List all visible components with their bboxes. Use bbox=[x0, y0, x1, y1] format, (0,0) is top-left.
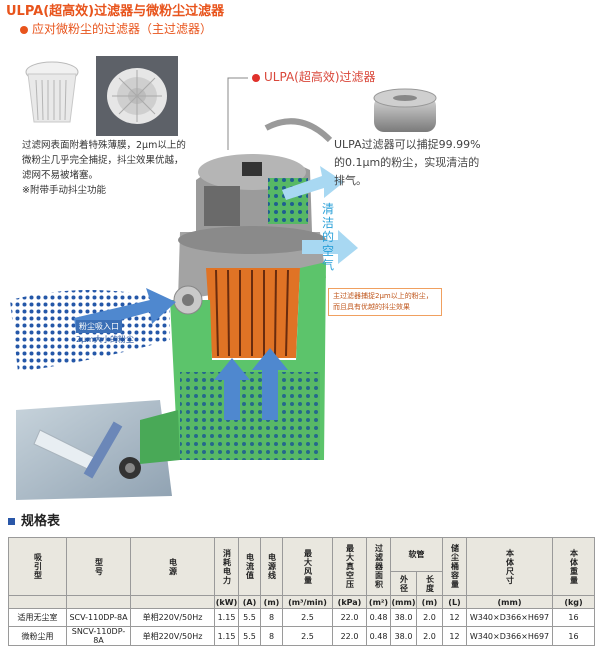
header-cable: 电源线 bbox=[260, 537, 283, 596]
cell-current: 5.5 bbox=[238, 626, 261, 646]
main-filter-description: 过滤网表面附着特殊薄膜，2μm以上的微粉尘几乎完全捕捉，抖尘效果优越，滤网不易被… bbox=[22, 138, 187, 198]
cell-cable: 8 bbox=[260, 608, 283, 627]
ulpa-label: ULPA(超高效)过滤器 bbox=[252, 68, 376, 85]
ulpa-description: ULPA过滤器可以捕捉99.99%的0.1μm的粉尘，实现清洁的排气。 bbox=[334, 138, 481, 187]
unit-hose-length: (m) bbox=[416, 595, 443, 609]
unit-vacuum: (kPa) bbox=[332, 595, 367, 609]
unit-blank bbox=[66, 595, 131, 609]
cell-consumption: 1.15 bbox=[214, 626, 239, 646]
cell-weight: 16 bbox=[552, 608, 595, 627]
cell-size: W340×D366×H697 bbox=[466, 608, 553, 627]
unit-blank bbox=[130, 595, 215, 609]
unit-dust-capacity: (L) bbox=[442, 595, 467, 609]
cell-model: SNCV-110DP-8A bbox=[66, 626, 131, 646]
main-filter-photo-2 bbox=[96, 56, 178, 136]
cell-airflow: 2.5 bbox=[282, 608, 333, 627]
inlet-nozzle bbox=[173, 285, 203, 315]
unit-airflow: (m³/min) bbox=[282, 595, 333, 609]
unit-consumption: (kW) bbox=[214, 595, 239, 609]
cell-current: 5.5 bbox=[238, 608, 261, 627]
unit-hose-od: (mm) bbox=[390, 595, 417, 609]
cell-filter-area: 0.48 bbox=[366, 626, 391, 646]
main-filter-note: ※附带手动抖尘功能 bbox=[22, 185, 106, 196]
cell-hose-length: 2.0 bbox=[416, 626, 443, 646]
cell-filter-area: 0.48 bbox=[366, 608, 391, 627]
main-filter-photo-1 bbox=[18, 56, 88, 136]
cell-vacuum: 22.0 bbox=[332, 626, 367, 646]
header-model: 型号 bbox=[66, 537, 131, 596]
cell-weight: 16 bbox=[552, 626, 595, 646]
unit-weight: (kg) bbox=[552, 595, 595, 609]
motor-head bbox=[196, 154, 312, 232]
header-hose-od: 外径 bbox=[390, 571, 417, 596]
cell-consumption: 1.15 bbox=[214, 608, 239, 627]
cell-power: 单相220V/50Hz bbox=[130, 626, 215, 646]
header-current: 电流值 bbox=[238, 537, 261, 596]
bullet-icon bbox=[252, 73, 260, 82]
ulpa-filter-photo bbox=[373, 88, 437, 132]
main-filter-cutaway bbox=[206, 268, 300, 358]
table-row: 微粉尘用 SNCV-110DP-8A 单相220V/50Hz 1.15 5.5 … bbox=[8, 626, 595, 646]
inlet-sublabel: 2μm大小的粉尘 bbox=[76, 335, 134, 344]
ulpa-label-text: ULPA(超高效)过滤器 bbox=[264, 70, 376, 84]
header-filter-area: 过滤器面积 bbox=[366, 537, 391, 596]
spec-table: 吸引型 型号 电源 消耗电力 电流值 电源线 最大风量 最大真空压 过滤器面积 … bbox=[8, 537, 595, 646]
header-airflow: 最大风量 bbox=[282, 537, 333, 596]
header-model-type: 吸引型 bbox=[8, 537, 67, 596]
ulpa-leader-line bbox=[227, 77, 248, 150]
main-filter-callout: 主过滤器捕捉2μm以上的粉尘，而且具有优越的抖尘效果 bbox=[328, 288, 442, 316]
page-title: ULPA(超高效)过滤器与微粉尘过滤器 bbox=[6, 4, 225, 19]
unit-size: (mm) bbox=[466, 595, 553, 609]
unit-cable: (m) bbox=[260, 595, 283, 609]
spec-title-text: 规格表 bbox=[21, 514, 61, 529]
cell-dust-capacity: 12 bbox=[442, 608, 467, 627]
exhaust-arrows bbox=[282, 166, 358, 264]
header-hose-length: 长度 bbox=[416, 571, 443, 596]
page-subtitle: 应对微粉尘的过滤器（主过滤器） bbox=[20, 20, 212, 37]
dust-bucket-body bbox=[140, 262, 326, 464]
main-filter-text: 过滤网表面附着特殊薄膜，2μm以上的微粉尘几乎完全捕捉，抖尘效果优越，滤网不易被… bbox=[22, 140, 186, 181]
header-dust-capacity: 储尘桶容量 bbox=[442, 537, 467, 596]
inlet-label: 粉尘吸入口 bbox=[76, 320, 122, 333]
subtitle-text: 应对微粉尘的过滤器（主过滤器） bbox=[32, 22, 213, 36]
header-vacuum: 最大真空压 bbox=[332, 537, 367, 596]
cell-airflow: 2.5 bbox=[282, 626, 333, 646]
handle-bar bbox=[264, 118, 333, 143]
cell-cable: 8 bbox=[260, 626, 283, 646]
cell-size: W340×D366×H697 bbox=[466, 626, 553, 646]
cell-model: SCV-110DP-8A bbox=[66, 608, 131, 627]
cell-hose-od: 38.0 bbox=[390, 608, 417, 627]
table-row: 适用无尘室 SCV-110DP-8A 单相220V/50Hz 1.15 5.5 … bbox=[8, 608, 595, 627]
cell-hose-length: 2.0 bbox=[416, 608, 443, 627]
bullet-icon bbox=[20, 25, 28, 34]
unit-blank bbox=[8, 595, 67, 609]
cell-vacuum: 22.0 bbox=[332, 608, 367, 627]
unit-filter-area: (m²) bbox=[366, 595, 391, 609]
cell-dust-capacity: 12 bbox=[442, 626, 467, 646]
cell-type: 微粉尘用 bbox=[8, 626, 67, 646]
clean-air-label: 清洁的空气 bbox=[322, 202, 335, 272]
vacuum-cutaway-illustration bbox=[10, 56, 437, 500]
header-hose: 软管 bbox=[390, 537, 443, 572]
header-size: 本体尺寸 bbox=[466, 537, 553, 596]
square-bullet-icon bbox=[8, 518, 15, 525]
header-weight: 本体重量 bbox=[552, 537, 595, 596]
cell-hose-od: 38.0 bbox=[390, 626, 417, 646]
cell-type: 适用无尘室 bbox=[8, 608, 67, 627]
header-power: 电源 bbox=[130, 537, 215, 596]
cell-power: 单相220V/50Hz bbox=[130, 608, 215, 627]
unit-current: (A) bbox=[238, 595, 261, 609]
spec-table-title: 规格表 bbox=[8, 510, 60, 529]
header-consumption: 消耗电力 bbox=[214, 537, 239, 596]
